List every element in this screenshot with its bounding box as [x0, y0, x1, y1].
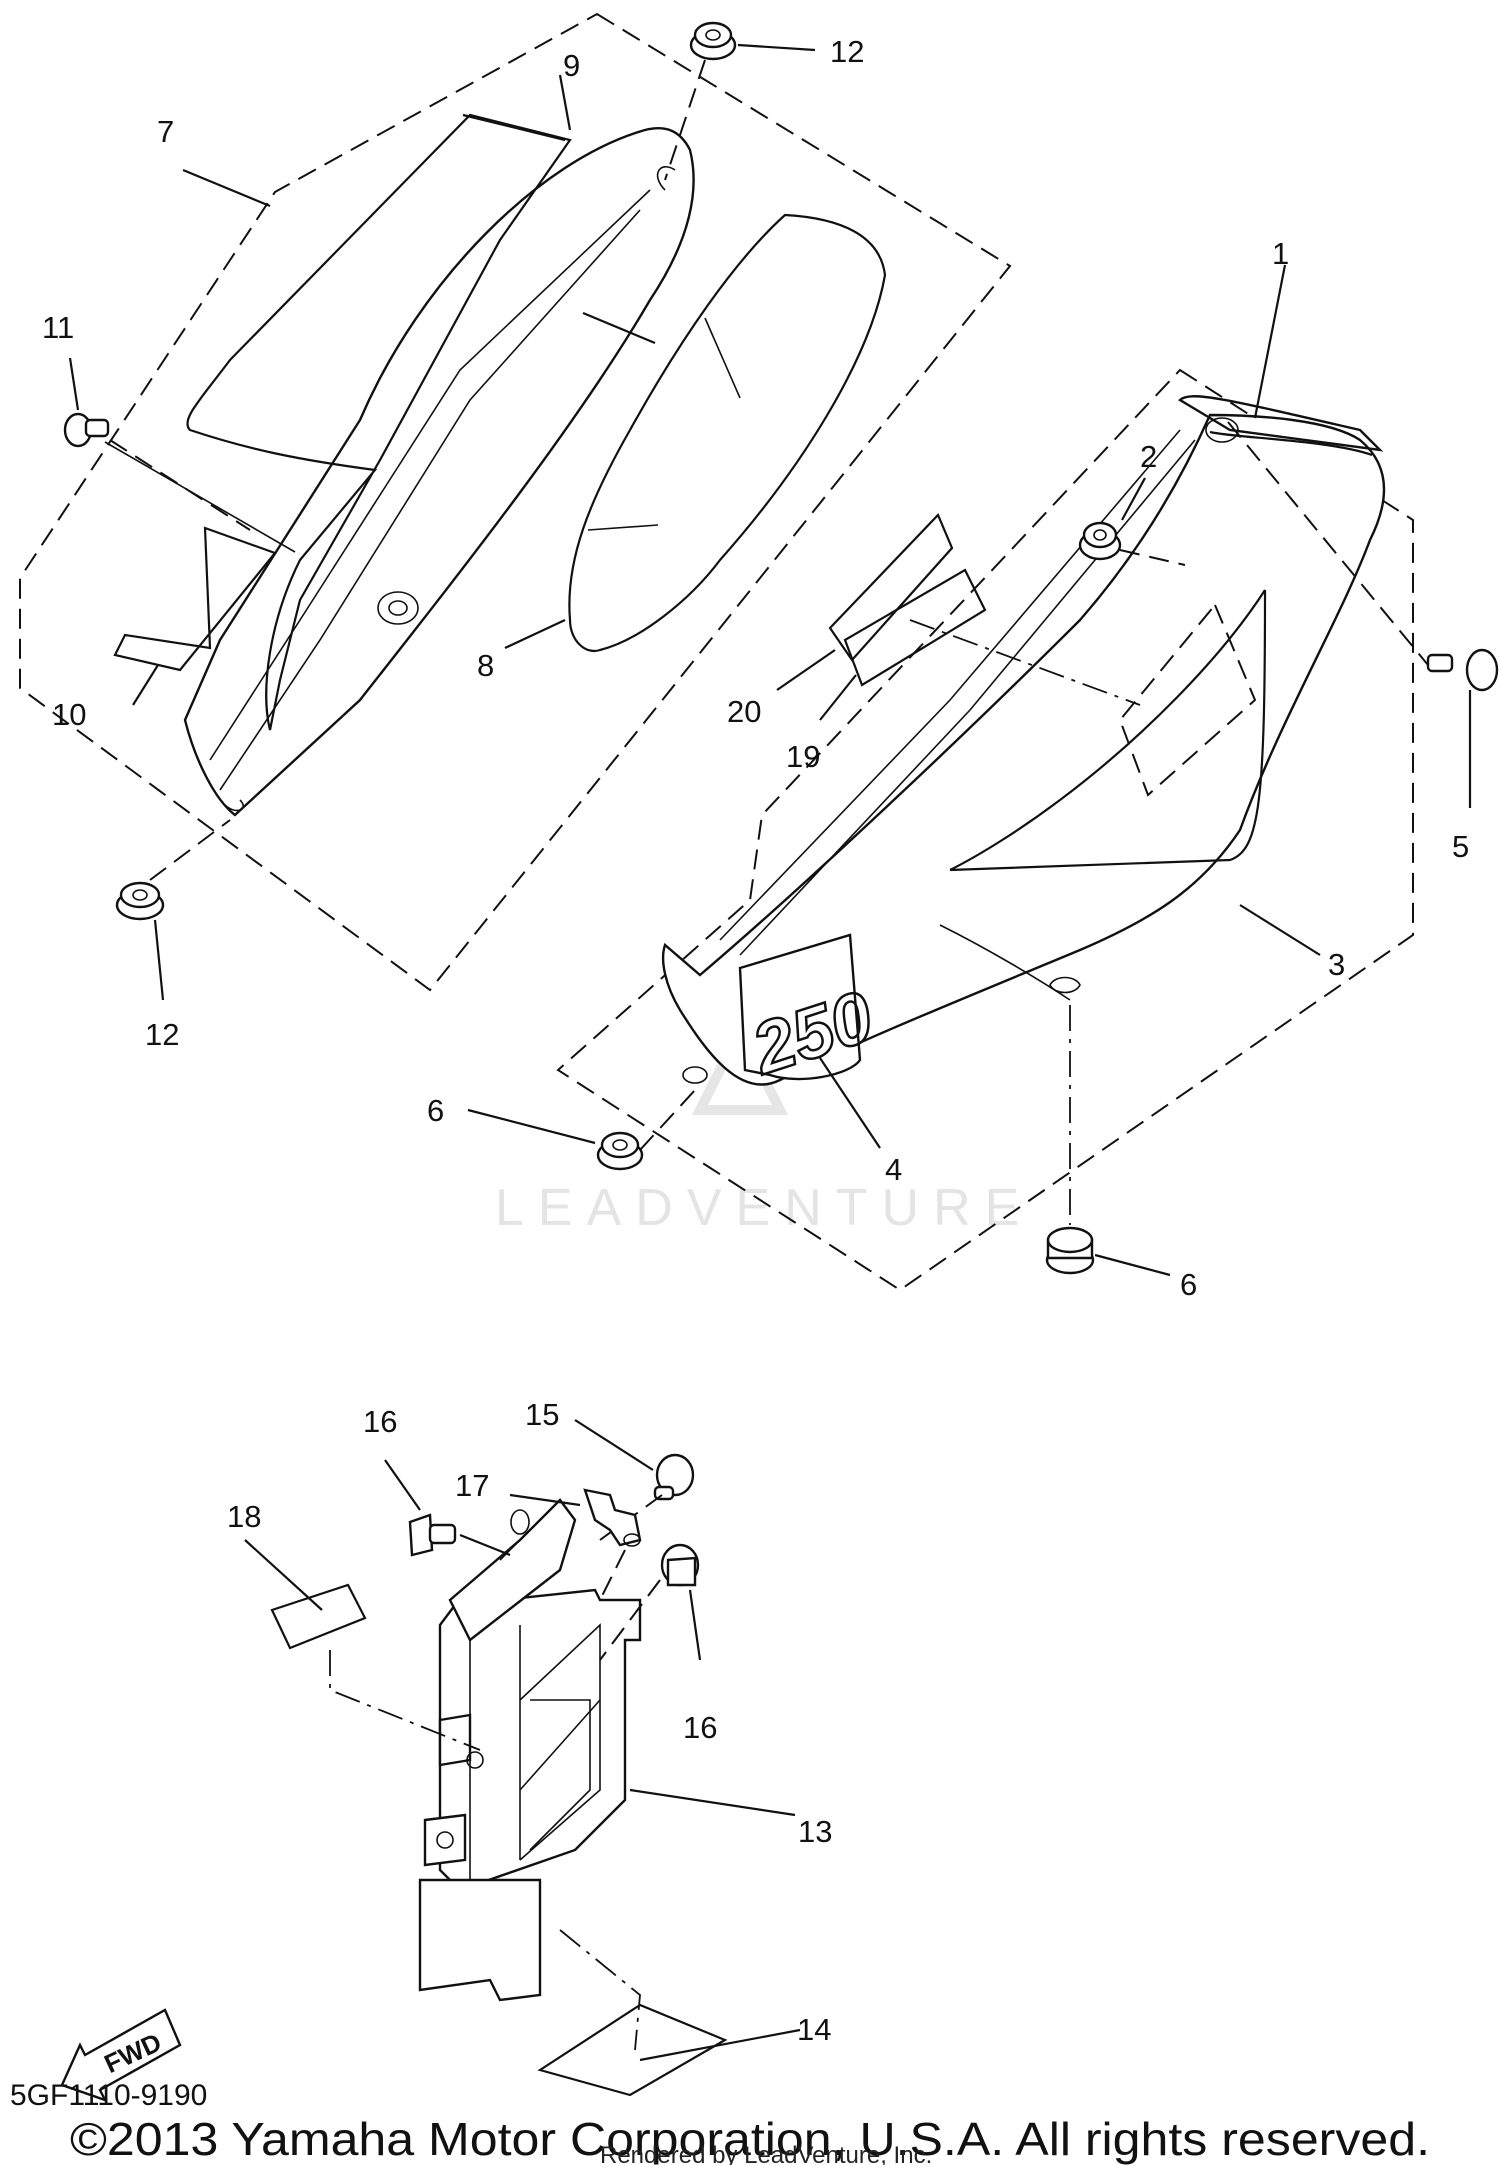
grommet-12-bottom: [115, 881, 165, 921]
grommet-6-left: [596, 1131, 644, 1171]
callout-3: 3: [1328, 947, 1345, 982]
right-side-cover-group: 250: [467, 264, 1499, 1292]
watermark-text: LEADVENTURE: [495, 1179, 1033, 1237]
group-1-boundary: [556, 368, 1414, 1292]
callout-2: 2: [1140, 439, 1157, 474]
copyright-notice: ©2013 Yamaha Motor Corporation, U.S.A. A…: [70, 2113, 1430, 2165]
callout-12-bottom: 12: [145, 1017, 179, 1052]
callout-9: 9: [563, 48, 580, 83]
cover-grommet-hole: [377, 591, 419, 625]
callout-19: 19: [786, 739, 820, 774]
callout-16-left: 16: [363, 1404, 397, 1439]
callout-12-top: 12: [830, 34, 864, 69]
callout-16-right: 16: [683, 1710, 717, 1745]
decal-19: [843, 568, 987, 687]
callout-11: 11: [42, 310, 74, 345]
left-side-cover: [183, 127, 695, 817]
callout-8: 8: [477, 648, 494, 683]
grommet-6-bottom: [1045, 1226, 1095, 1275]
group-7-boundary: [19, 12, 1012, 992]
bolt-16-right: [660, 1543, 700, 1587]
callout-10: 10: [52, 697, 86, 732]
watermark: LEADVENTURE: [495, 1018, 1033, 1237]
callout-1: 1: [1272, 236, 1289, 271]
callout-4: 4: [885, 1152, 902, 1187]
diagram-code: 5GF1110-9190: [10, 2079, 207, 2112]
cover-hole-top: [1205, 417, 1239, 443]
decal-10: [113, 526, 277, 672]
bolt-16-left: [408, 1513, 457, 1557]
callout-6-left: 6: [427, 1093, 444, 1128]
callout-7: 7: [157, 114, 174, 149]
bolt-11: [63, 412, 110, 448]
rendered-by: Rendered by LeadVenture, Inc.: [600, 2142, 932, 2165]
callout-15: 15: [525, 1397, 559, 1432]
callout-18: 18: [227, 1499, 261, 1534]
callout-13: 13: [798, 1814, 832, 1849]
decal-8: [568, 213, 887, 653]
grommet-12-top: [689, 21, 737, 61]
callout-6-bottom: 6: [1180, 1267, 1197, 1302]
right-side-cover: [661, 413, 1386, 1086]
decal-14: [537, 2003, 728, 2097]
decal-20: [828, 513, 954, 662]
grommet-2: [1078, 521, 1122, 561]
callout-5: 5: [1452, 829, 1469, 864]
decal-18: [270, 1583, 367, 1650]
clip-17: [583, 1488, 642, 1547]
emblem-250: 250: [738, 933, 884, 1092]
bolt-5: [1426, 648, 1499, 692]
callout-17: 17: [455, 1468, 489, 1503]
callout-labels: 1 2 3 4 5 6 6 7 8 9 10 11 12 12 13 14 15…: [42, 34, 1469, 2047]
left-side-cover-group: [19, 12, 1012, 1001]
decal-9: [186, 113, 572, 731]
callout-14: 14: [797, 2012, 831, 2047]
decal-position-dashed: [1118, 603, 1257, 797]
screw-15: [653, 1453, 695, 1501]
battery-box-group: [244, 1419, 801, 2097]
callout-20: 20: [727, 694, 761, 729]
